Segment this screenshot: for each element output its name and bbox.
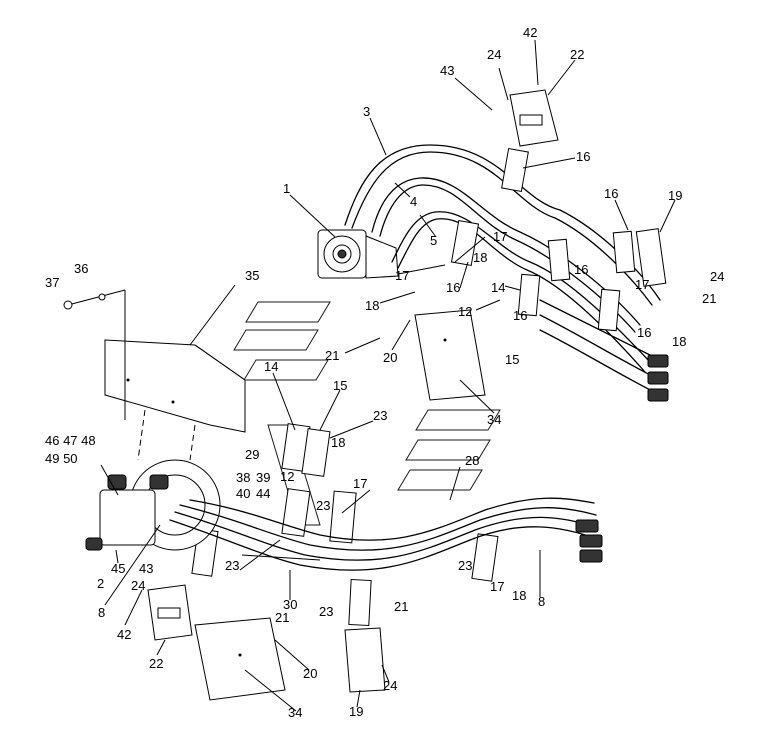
callout-17: 17 — [490, 579, 504, 594]
callout-28: 28 — [465, 453, 479, 468]
callout-42: 42 — [117, 627, 131, 642]
callout-23: 23 — [316, 498, 330, 513]
callout-18: 18 — [512, 588, 526, 603]
callout-43: 43 — [139, 561, 153, 576]
callout-20: 20 — [303, 666, 317, 681]
callout-16: 16 — [604, 186, 618, 201]
callout-40: 40 — [236, 486, 250, 501]
callout-42: 42 — [523, 25, 537, 40]
callout-14: 14 — [491, 280, 505, 295]
callout-17: 17 — [395, 268, 409, 283]
callout-8: 8 — [98, 605, 105, 620]
callout-49-50: 49 50 — [45, 451, 78, 466]
callout-8: 8 — [538, 594, 545, 609]
callout-29: 29 — [245, 447, 259, 462]
callout-22: 22 — [570, 47, 584, 62]
callout-23: 23 — [458, 558, 472, 573]
callout-15: 15 — [333, 378, 347, 393]
callout-24: 24 — [487, 47, 501, 62]
hose-clamps-23 — [191, 423, 499, 627]
callout-35: 35 — [245, 268, 259, 283]
mount-plate-34-upper — [414, 309, 486, 401]
callout-34: 34 — [487, 412, 501, 427]
callout-3: 3 — [363, 104, 370, 119]
callout-23: 23 — [225, 558, 239, 573]
callout-24: 24 — [131, 578, 145, 593]
callout-14: 14 — [264, 359, 278, 374]
callout-39: 39 — [256, 470, 270, 485]
callout-16: 16 — [446, 280, 460, 295]
callout-19: 19 — [668, 188, 682, 203]
callout-16: 16 — [574, 262, 588, 277]
callout-5: 5 — [430, 233, 437, 248]
callout-24: 24 — [383, 678, 397, 693]
fastener-36-37 — [63, 289, 126, 420]
lower-hoses — [169, 497, 603, 571]
hydraulic-motor-1 — [317, 229, 399, 279]
callout-23: 23 — [373, 408, 387, 423]
callout-18: 18 — [331, 435, 345, 450]
callout-22: 22 — [149, 656, 163, 671]
callout-18: 18 — [473, 250, 487, 265]
callout-43: 43 — [440, 63, 454, 78]
callout-labels: 1 2 3 4 5 8 8 12 12 14 14 15 15 16 16 16… — [45, 25, 724, 720]
callout-16: 16 — [576, 149, 590, 164]
callout-17: 17 — [635, 277, 649, 292]
callout-12: 12 — [280, 469, 294, 484]
callout-20: 20 — [383, 350, 397, 365]
callout-2: 2 — [97, 576, 104, 591]
callout-44: 44 — [256, 486, 270, 501]
callout-16: 16 — [513, 308, 527, 323]
callout-30: 30 — [283, 597, 297, 612]
leader-lines — [100, 39, 676, 712]
callout-24: 24 — [710, 269, 724, 284]
callout-38: 38 — [236, 470, 250, 485]
hose-clamps — [450, 147, 667, 332]
callout-21: 21 — [325, 348, 339, 363]
callout-36: 36 — [74, 261, 88, 276]
bracket-22-lower — [147, 584, 193, 641]
callout-23: 23 — [319, 604, 333, 619]
callout-21: 21 — [275, 610, 289, 625]
callout-1: 1 — [283, 181, 290, 196]
callout-21: 21 — [394, 599, 408, 614]
callout-16: 16 — [637, 325, 651, 340]
callout-15: 15 — [505, 352, 519, 367]
callout-12: 12 — [458, 304, 472, 319]
callout-17: 17 — [353, 476, 367, 491]
bracket-22-upper — [509, 89, 559, 147]
callout-21: 21 — [702, 291, 716, 306]
callout-4: 4 — [410, 194, 417, 209]
callout-19: 19 — [349, 704, 363, 719]
callout-18: 18 — [672, 334, 686, 349]
callout-17: 17 — [493, 229, 507, 244]
watermark-logo — [233, 301, 501, 526]
bracket-19-lower — [344, 627, 386, 693]
mount-plate-34-lower — [194, 617, 286, 701]
callout-45: 45 — [111, 561, 125, 576]
cover-plate-35 — [104, 339, 246, 461]
callout-34: 34 — [288, 705, 302, 720]
callout-46-47-48: 46 47 48 — [45, 433, 96, 448]
callout-37: 37 — [45, 275, 59, 290]
callout-18: 18 — [365, 298, 379, 313]
